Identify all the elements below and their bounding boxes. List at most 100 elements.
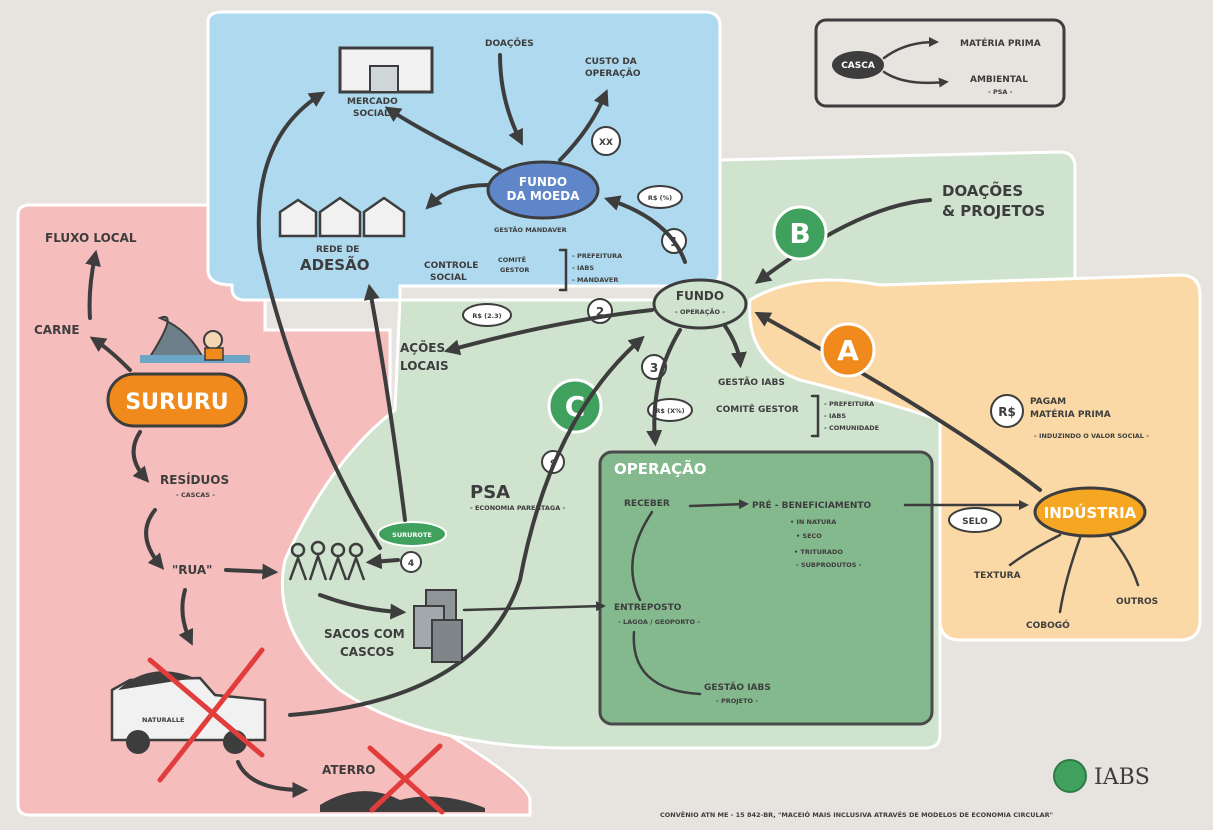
doacoes-projetos-line1: DOAÇÕES bbox=[942, 181, 1023, 200]
step-2-label: 2 bbox=[596, 305, 604, 319]
arrow-to-rede-adesao bbox=[363, 283, 407, 522]
arrow-to-fundo-moeda bbox=[603, 195, 687, 264]
entreposto-label: ENTREPOSTO bbox=[614, 603, 682, 613]
fundo-operacao-line2: - OPERAÇÃO - bbox=[675, 307, 725, 316]
mercado-social-line1: MERCADO bbox=[347, 97, 398, 107]
fundo-moeda-line2: DA MOEDA bbox=[506, 189, 580, 203]
rs-orange-badge bbox=[990, 394, 1024, 428]
cascas-label: - CASCAS - bbox=[176, 491, 215, 499]
pre-item-4: - SUBPRODUTOS - bbox=[796, 561, 862, 569]
rede-adesao-line2: ADESÃO bbox=[300, 255, 369, 274]
receber-label: RECEBER bbox=[624, 499, 670, 509]
fundo-operacao-node bbox=[652, 278, 748, 330]
rs-pct-label: R$ (%) bbox=[648, 194, 672, 202]
aterro-pile-icon bbox=[320, 791, 485, 812]
blue-zone bbox=[206, 10, 722, 302]
arrow-receber-pre bbox=[688, 499, 749, 510]
arrow-doacoes bbox=[498, 53, 523, 146]
iabs-logo-text: IABS bbox=[1094, 765, 1150, 790]
pre-benef-label: PRÉ - BENEFICIAMENTO bbox=[752, 499, 872, 511]
doacoes-projetos-line2: & PROJETOS bbox=[942, 202, 1045, 220]
doacoes-label: DOAÇÕES bbox=[485, 37, 534, 49]
fundo-operacao-line1: FUNDO bbox=[676, 289, 724, 303]
convenio-text: CONVÊNIO ATN ME - 15 842-BR, "MACEIÓ MAI… bbox=[660, 810, 1053, 819]
naturalle-label: NATURALLE bbox=[142, 716, 184, 724]
arrow-to-acoes bbox=[443, 308, 654, 356]
rs-3-label: R$ (X%) bbox=[655, 407, 684, 415]
step-4-badge bbox=[400, 551, 422, 573]
controle-social-line1: CONTROLE bbox=[424, 261, 478, 271]
step-4-label: 4 bbox=[408, 559, 414, 569]
industria-branch-3 bbox=[1108, 534, 1140, 587]
iabs-logo-icon bbox=[1053, 759, 1087, 793]
comite-green-item-2: - IABS bbox=[824, 412, 846, 420]
legend-arrow-1 bbox=[882, 37, 939, 60]
rs-3-badge bbox=[647, 398, 693, 422]
arrow-to-rua bbox=[144, 508, 165, 570]
comite-item-2: - IABS bbox=[572, 264, 594, 272]
sururu-node bbox=[106, 372, 248, 428]
arrow-to-people bbox=[365, 553, 400, 570]
gestao-op-sub: - PROJETO - bbox=[716, 697, 758, 705]
rede-adesao-line1: REDE DE bbox=[316, 245, 359, 255]
outros-label: OUTROS bbox=[1116, 597, 1158, 607]
comite-item-1: - PREFEITURA bbox=[572, 252, 622, 260]
mercado-social-line2: SOCIAL bbox=[353, 109, 390, 119]
industria-branch-1 bbox=[1008, 533, 1062, 567]
rs-2-label: R$ (2.3) bbox=[472, 312, 501, 320]
operacao-flow-1 bbox=[631, 510, 654, 602]
rs-2-badge bbox=[462, 303, 512, 327]
comite-green-item-1: - PREFEITURA bbox=[824, 400, 874, 408]
controle-social-line2: SOCIAL bbox=[430, 273, 467, 283]
pagam-line1: PAGAM bbox=[1030, 397, 1066, 407]
aterro-cross-icon bbox=[367, 743, 445, 815]
operacao-title: OPERAÇÃO bbox=[614, 459, 707, 478]
b-label: B bbox=[789, 217, 810, 250]
pagam-line2: MATÉRIA PRIMA bbox=[1030, 408, 1111, 420]
boat-icon bbox=[140, 315, 250, 364]
arrow-to-residuos bbox=[131, 430, 150, 483]
c-circle bbox=[547, 378, 603, 434]
arrow-industria-to-fundo bbox=[754, 311, 1042, 492]
aterro-label: ATERRO bbox=[322, 763, 375, 777]
legend-casca-label: CASCA bbox=[841, 61, 875, 71]
sururu-label: SURURU bbox=[125, 390, 228, 415]
sururote-node bbox=[377, 521, 447, 547]
xx-label: XX bbox=[599, 138, 613, 148]
legend-box bbox=[814, 18, 1066, 108]
residuos-label: RESÍDUOS bbox=[160, 472, 229, 487]
custo-operacao-line1: CUSTO DA bbox=[585, 57, 637, 67]
comite-gestor-line1: COMITÊ bbox=[498, 255, 526, 264]
rs-pct-badge bbox=[637, 185, 683, 209]
carne-label: CARNE bbox=[34, 323, 80, 337]
arrow-rua-to-people bbox=[224, 563, 279, 580]
arrow-to-sacos bbox=[318, 593, 407, 620]
comite-gestor-green: COMITÊ GESTOR bbox=[716, 403, 799, 415]
arrow-carne bbox=[89, 336, 132, 372]
sururote-label: SURUROTE bbox=[392, 531, 432, 539]
operacao-box bbox=[598, 450, 934, 726]
people-icon bbox=[288, 540, 366, 581]
comite-green-bracket bbox=[810, 394, 820, 438]
pre-item-1: • IN NATURA bbox=[790, 518, 836, 526]
industria-node bbox=[1033, 486, 1147, 538]
comite-item-3: - MANDAVER bbox=[572, 276, 618, 284]
fluxo-local: FLUXO LOCAL bbox=[45, 231, 137, 245]
industria-label: INDÚSTRIA bbox=[1044, 503, 1137, 522]
arrow-to-mercado bbox=[384, 106, 502, 172]
arrow-custo bbox=[558, 89, 609, 162]
legend-item-psa: - PSA - bbox=[988, 88, 1013, 96]
arrow-to-entreposto bbox=[462, 601, 606, 612]
psa-sub: - ECONOMIA PARENTAGA - bbox=[470, 504, 566, 512]
fundo-moeda-node bbox=[486, 160, 600, 220]
psa-label: PSA bbox=[470, 482, 510, 503]
rede-adesao-icon bbox=[278, 196, 406, 238]
legend-arrow-2 bbox=[882, 70, 949, 88]
pre-item-3: • TRITURADO bbox=[794, 548, 843, 556]
operacao-flow-2 bbox=[632, 630, 702, 696]
legend-item-materia: MATÉRIA PRIMA bbox=[960, 37, 1041, 49]
arrow-to-truck bbox=[178, 588, 194, 646]
rs-orange-label: R$ bbox=[998, 405, 1016, 419]
truck-cross-icon bbox=[147, 647, 265, 783]
custo-operacao-line2: OPERAÇÃO bbox=[585, 68, 641, 79]
